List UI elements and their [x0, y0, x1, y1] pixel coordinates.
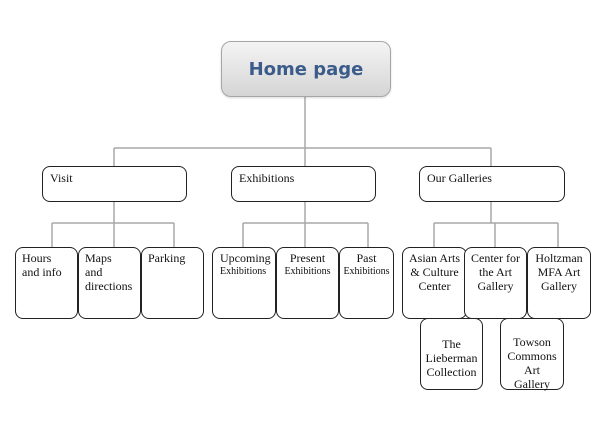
past-exhibitions-node: Past Exhibitions	[339, 247, 394, 319]
holtzman-line-1: Holtzman	[535, 251, 583, 265]
home-page-label: Home page	[248, 58, 364, 80]
maps-line-1: Maps	[85, 251, 112, 265]
towson-line-2: Commons	[507, 349, 557, 363]
maps-line-3: directions	[85, 279, 133, 293]
past-line-2: Exhibitions	[343, 266, 390, 277]
towson-commons-art-gallery-node: Towson Commons Art Gallery	[500, 318, 564, 391]
upcoming-line-2: Exhibitions	[220, 266, 267, 277]
holtzman-mfa-art-gallery-node: Holtzman MFA Art Gallery	[527, 247, 591, 319]
home-page-node: Home page	[221, 41, 391, 97]
asian-arts-culture-center-node: Asian Arts & Culture Center	[402, 247, 467, 319]
asian-line-3: Center	[418, 279, 451, 293]
center-line-3: Gallery	[477, 279, 514, 293]
towson-line-1: Towson	[513, 335, 551, 349]
maps-line-2: and	[85, 265, 103, 279]
present-exhibitions-node: Present Exhibitions	[276, 247, 339, 319]
present-line-1: Present	[289, 251, 326, 265]
visit-label: Visit	[50, 171, 73, 185]
past-line-1: Past	[356, 251, 377, 265]
maps-and-directions-node: Maps and directions	[78, 247, 141, 319]
hours-line-2: and info	[22, 265, 62, 279]
asian-line-2: & Culture	[410, 265, 459, 279]
lieberman-line-3: Collection	[426, 365, 477, 379]
upcoming-line-1: Upcoming	[220, 251, 271, 265]
exhibitions-node: Exhibitions	[231, 166, 376, 202]
center-for-the-art-gallery-node: Center for the Art Gallery	[464, 247, 527, 319]
holtzman-line-3: Gallery	[541, 279, 577, 293]
lieberman-line-1: The	[442, 337, 461, 351]
hours-and-info-node: Hours and info	[15, 247, 78, 319]
towson-line-3: Art	[524, 363, 540, 377]
parking-node: Parking	[141, 247, 204, 319]
present-line-2: Exhibitions	[284, 266, 331, 277]
lieberman-collection-node: The Lieberman Collection	[420, 318, 483, 390]
our-galleries-node: Our Galleries	[419, 166, 565, 202]
center-line-1: Center for	[471, 251, 520, 265]
asian-line-1: Asian Arts	[409, 251, 460, 265]
holtzman-line-2: MFA Art	[537, 265, 581, 279]
exhibitions-label: Exhibitions	[239, 171, 295, 185]
towson-line-4: Gallery	[514, 377, 550, 391]
visit-node: Visit	[42, 166, 187, 202]
hours-line-1: Hours	[22, 251, 52, 265]
upcoming-exhibitions-node: Upcoming Exhibitions	[212, 247, 276, 319]
our-galleries-label: Our Galleries	[427, 171, 492, 185]
center-line-2: the Art	[479, 265, 512, 279]
lieberman-line-2: Lieberman	[425, 351, 478, 365]
parking-line-1: Parking	[148, 251, 186, 265]
